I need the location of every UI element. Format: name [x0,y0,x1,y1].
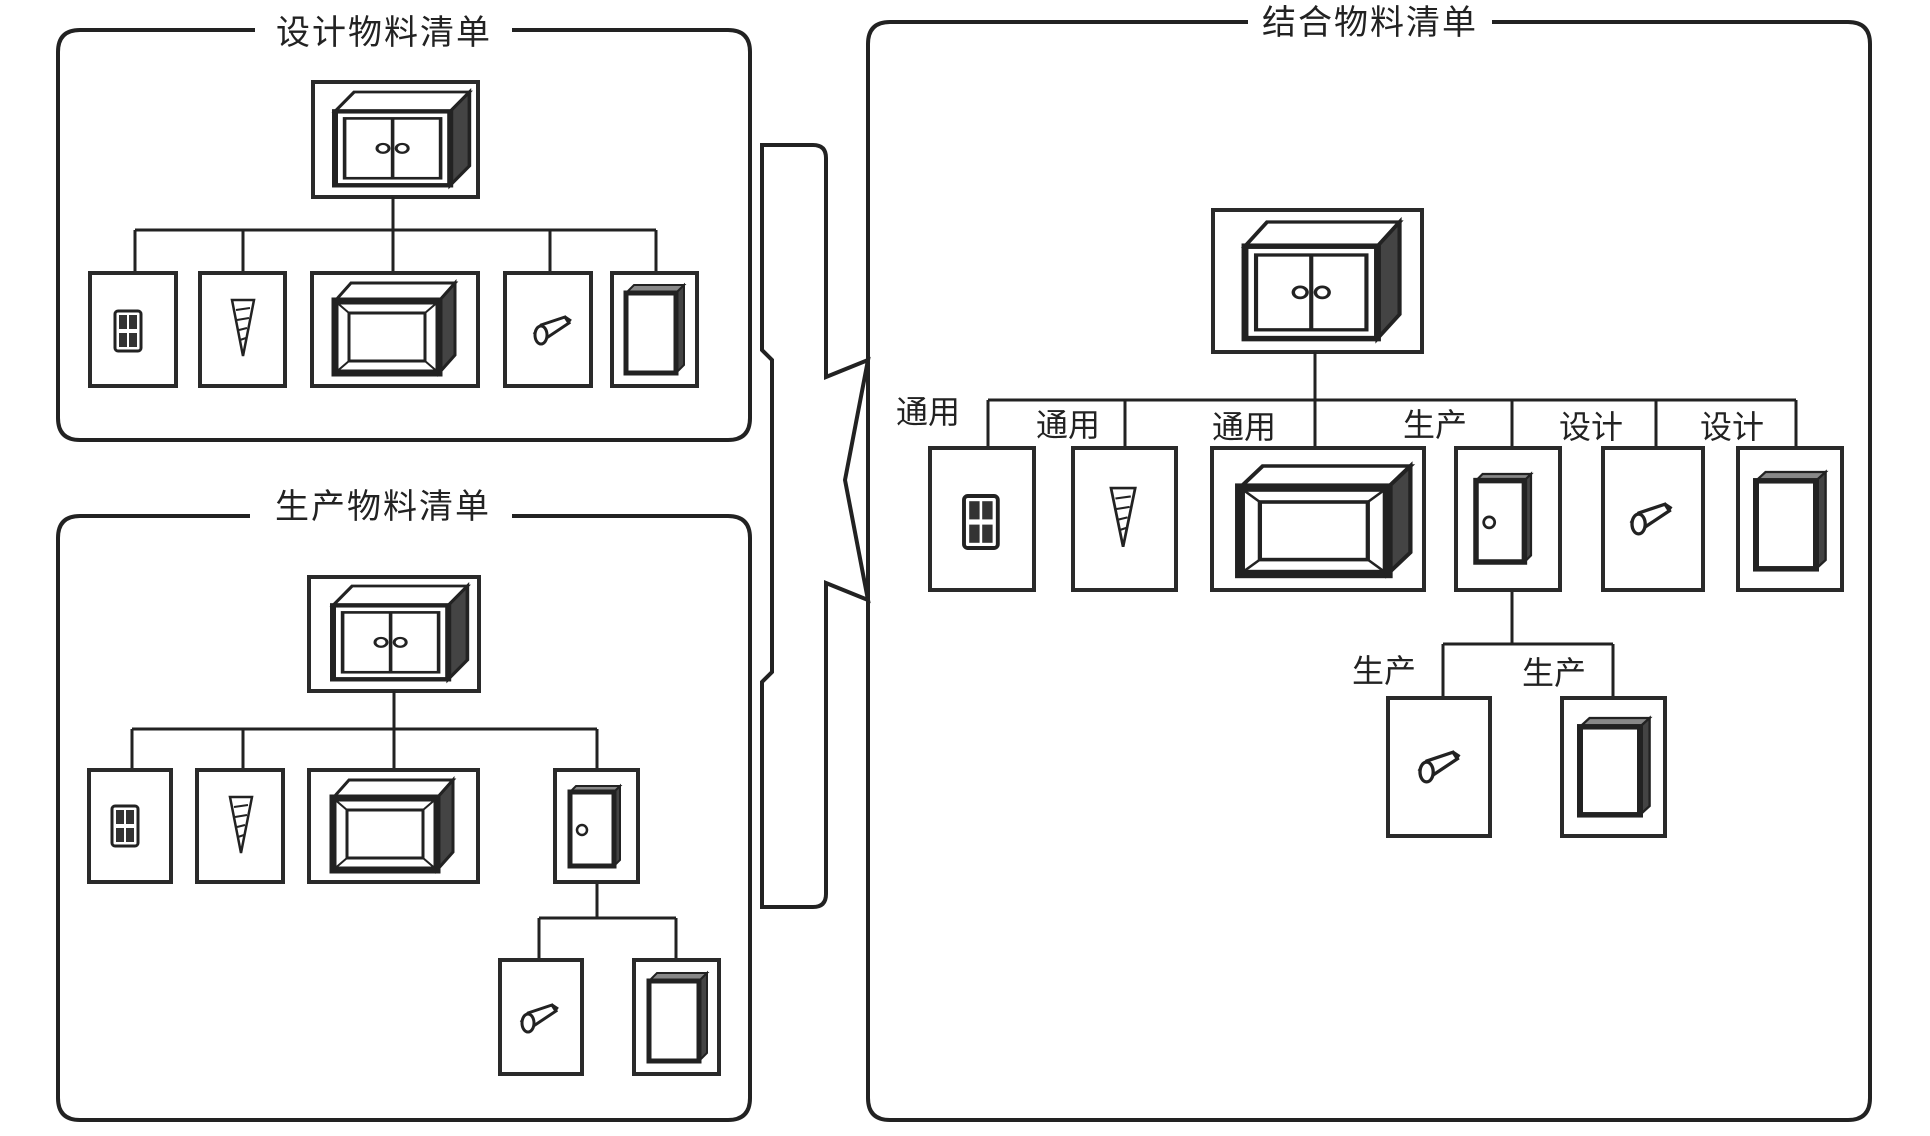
combined-root-frame [1211,208,1424,354]
merge-arrow [760,143,871,909]
panel-board-icon [1756,472,1826,569]
knob-icon [1418,750,1462,784]
production-tree-connectors [130,691,678,960]
combined-child-knob [1601,446,1705,592]
design-child-knob [503,271,593,388]
label-common-1: 通用 [896,393,960,431]
production-panel-title: 生产物料清单 [275,487,491,527]
merge-arrow-shape [760,143,871,909]
screw-icon [228,795,254,855]
screw-icon [1109,486,1137,549]
label-design-2: 设计 [1700,408,1764,446]
cabinet-icon [333,586,467,679]
design-child-screw [198,271,287,388]
knob-icon [1630,502,1674,536]
label-production-1: 生产 [1403,406,1467,444]
panel-board-icon [626,285,684,373]
production-panel-border [56,514,752,1122]
hinge-icon [110,804,140,848]
combined-child-hinge [928,446,1036,592]
combined-bom-panel: 结合物料清单 通用 通用 通用 生产 设计 设计 生产 生产 [866,3,1872,1122]
combined-child-screw [1071,446,1178,592]
panel-board-icon [649,973,707,1061]
label-production-3: 生产 [1522,654,1586,692]
combined-child-frame [1210,446,1426,592]
knob-icon [520,1003,560,1034]
production-child-frame [307,768,480,884]
panel-board-icon [1580,718,1650,815]
production-child-hinge [87,768,173,884]
design-tree-connectors [133,197,658,273]
design-child-frame [310,271,480,388]
production-child-door [553,768,640,884]
door-icon [570,786,620,866]
design-bom-panel: 设计物料清单 [56,13,752,442]
combined-grandchild-panel [1560,696,1667,838]
door-icon [1476,474,1531,562]
hinge-icon [113,309,143,353]
combined-panel-border [866,20,1872,1122]
production-grandchild-knob [498,958,584,1076]
combined-child-panel [1736,446,1844,592]
cabinet-icon [1245,222,1400,339]
production-bom-panel: 生产物料清单 [56,487,752,1122]
cabinet-frame-icon [335,283,455,373]
design-panel-border [56,28,752,442]
design-child-panel [610,271,699,388]
combined-child-door [1454,446,1562,592]
combined-panel-title: 结合物料清单 [1262,3,1478,43]
design-child-hinge [88,271,178,388]
screw-icon [230,298,256,358]
cabinet-frame-icon [333,780,453,870]
design-panel-title: 设计物料清单 [276,13,492,53]
cabinet-icon [335,92,469,185]
cabinet-frame-icon [1240,466,1410,574]
combined-grandchild-knob [1386,696,1492,838]
label-common-2: 通用 [1036,406,1100,444]
combined-tree-connectors [986,352,1798,698]
production-grandchild-panel [632,958,721,1076]
design-root-frame [311,80,480,199]
label-production-2: 生产 [1352,652,1416,690]
label-common-3: 通用 [1212,408,1276,446]
hinge-icon [962,494,1000,550]
knob-icon [533,315,573,346]
production-child-screw [195,768,285,884]
label-design-1: 设计 [1559,408,1623,446]
